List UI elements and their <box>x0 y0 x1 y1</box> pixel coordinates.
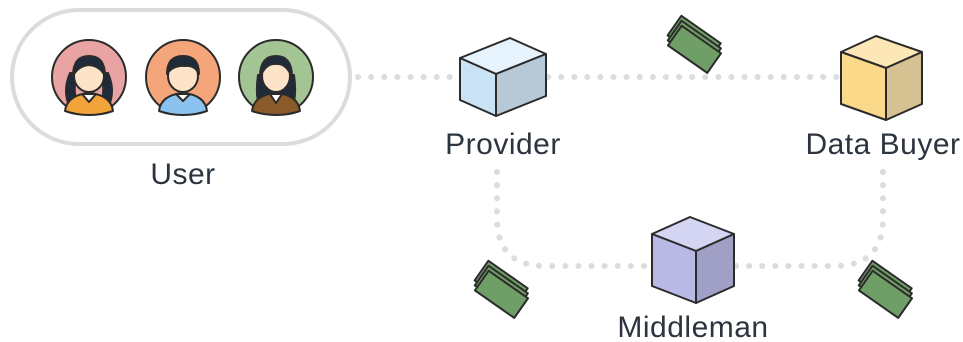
person-avatar-icon <box>51 39 127 116</box>
middleman-node: Middleman <box>617 216 768 342</box>
middleman-label: Middleman <box>617 311 768 342</box>
user-group: User <box>10 8 352 191</box>
money-stack-icon <box>666 14 723 74</box>
data-buyer-node: Data Buyer <box>805 35 960 161</box>
connectors <box>355 74 886 269</box>
provider-node: Provider <box>445 37 561 161</box>
cube-icon <box>840 35 923 121</box>
provider-middleman-connector <box>494 169 655 269</box>
user-label: User <box>150 158 215 191</box>
money-stack-icon <box>857 259 914 319</box>
person-avatar-icon <box>145 39 221 116</box>
money-stack-icon <box>473 259 530 319</box>
cube-icon <box>459 37 547 117</box>
cube-icon <box>651 216 735 304</box>
middleman-buyer-connector <box>733 169 886 269</box>
person-avatar-icon <box>238 39 314 116</box>
data-buyer-label: Data Buyer <box>805 128 960 161</box>
provider-label: Provider <box>445 128 561 161</box>
